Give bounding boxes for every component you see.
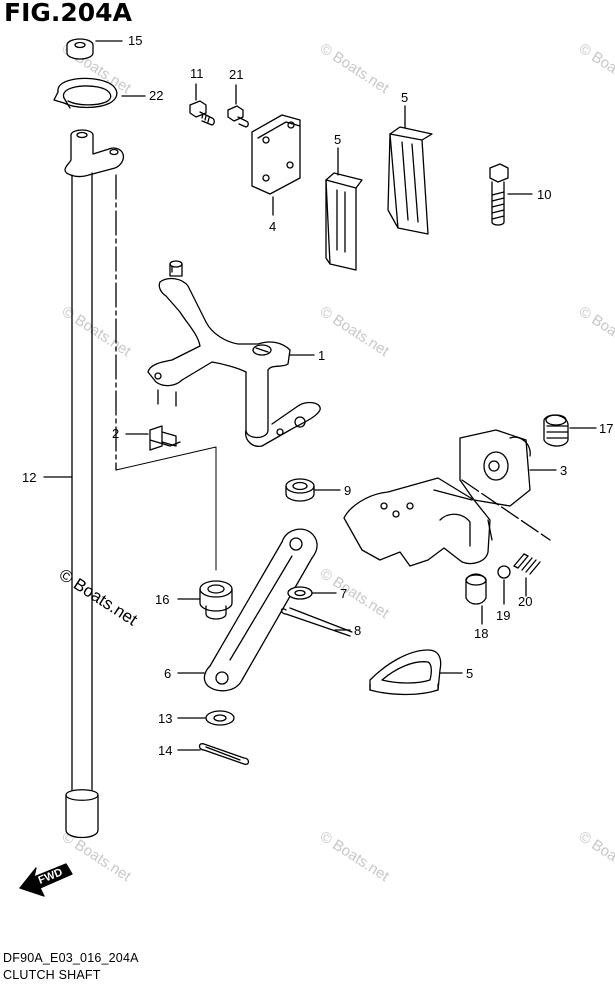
seal-part-6 <box>369 649 442 696</box>
bolt-part-12 <box>189 100 215 126</box>
figure-title: FIG.204A <box>4 0 132 27</box>
part-number-19: 18 <box>474 626 488 641</box>
bolt-part-11 <box>489 163 509 226</box>
part-number-10: 9 <box>344 483 351 498</box>
part-number-5-right: 5 <box>401 90 408 105</box>
clip-part-2 <box>149 425 181 451</box>
bracket-part-4 <box>251 114 301 195</box>
part-number-17: 16 <box>155 592 169 607</box>
guide-part-5-left <box>325 172 363 271</box>
part-number-21: 20 <box>518 594 532 609</box>
part-number-23: 22 <box>149 88 163 103</box>
washer-part-8 <box>287 586 313 600</box>
part-number-3: 3 <box>560 463 567 478</box>
bushing-part-17 <box>199 580 233 620</box>
bolt-part-22 <box>227 105 249 128</box>
figure-caption: CLUTCH SHAFT <box>3 968 101 982</box>
part-number-5-left: 5 <box>334 132 341 147</box>
circlip-part-23 <box>53 77 118 109</box>
part-number-7: 6 <box>164 666 171 681</box>
ball-part-20 <box>497 565 511 579</box>
part-number-9: 8 <box>354 623 361 638</box>
plug-part-16 <box>66 38 94 60</box>
part-number-1: 1 <box>318 348 325 363</box>
part-number-2: 2 <box>112 426 119 441</box>
spring-part-21 <box>513 553 541 575</box>
clutch-shaft-part-13 <box>64 129 125 839</box>
part-number-15: 14 <box>158 743 172 758</box>
part-number-16: 15 <box>128 33 142 48</box>
figure-code: DF90A_E03_016_204A <box>3 951 139 965</box>
link-arm-part-7 <box>203 528 318 692</box>
guide-part-5-right <box>387 126 433 235</box>
bushing-part-10 <box>285 478 315 502</box>
cotter-pin-part-15 <box>198 743 250 765</box>
part-number-14: 13 <box>158 711 172 726</box>
part-number-8: 7 <box>340 586 347 601</box>
part-number-18: 17 <box>599 421 613 436</box>
forward-arrow-icon <box>19 863 73 897</box>
part-number-4: 4 <box>269 219 276 234</box>
shift-lever-part-1 <box>147 260 321 447</box>
roller-part-19 <box>465 573 487 605</box>
washer-part-14 <box>205 710 235 726</box>
part-number-6: 5 <box>466 666 473 681</box>
part-number-13: 12 <box>22 470 36 485</box>
shift-housing-part-3 <box>343 429 551 567</box>
part-number-11: 10 <box>537 187 551 202</box>
part-number-22: 21 <box>229 67 243 82</box>
part-number-12: 11 <box>190 66 204 81</box>
part-number-20: 19 <box>496 608 510 623</box>
cotter-pin-part-9 <box>280 607 353 637</box>
plug-part-18 <box>543 414 569 447</box>
